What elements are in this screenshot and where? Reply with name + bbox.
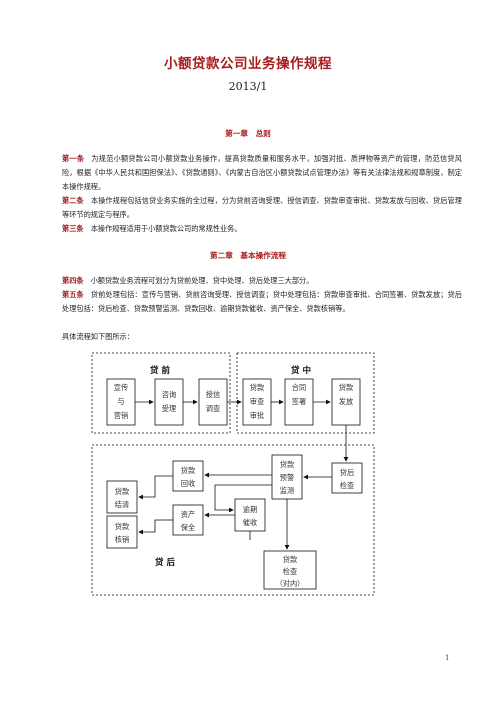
box-internal-text: 贷款 检查 （对内） <box>276 555 305 588</box>
svg-text:授信: 授信 <box>206 390 220 399</box>
region-post-label: 贷 后 <box>155 557 175 568</box>
svg-text:结清: 结清 <box>115 500 129 509</box>
box-loan-recovery <box>172 460 204 492</box>
svg-text:受理: 受理 <box>162 404 176 413</box>
box-warning-text: 贷款 预警 监测 <box>280 460 294 495</box>
svg-text:监测: 监测 <box>280 486 294 495</box>
region-post-loan <box>91 444 375 596</box>
region-mid-label: 贷 中 <box>291 365 311 376</box>
box-credit-text: 授信 调查 <box>206 390 220 413</box>
svg-text:调查: 调查 <box>206 404 220 413</box>
box-consultation-text: 咨询 受理 <box>162 390 176 413</box>
box-post-check <box>331 462 363 494</box>
svg-text:资产: 资产 <box>181 510 195 519</box>
box-postcheck-text: 贷后 检查 <box>340 468 354 490</box>
region-pre-loan <box>91 352 231 434</box>
svg-text:审查: 审查 <box>250 397 264 406</box>
svg-text:签署: 签署 <box>292 397 306 406</box>
article-4: 第四条小额贷款业务流程可划分为贷前处理、贷中处理、贷后处理三大部分。 <box>62 274 462 288</box>
svg-text:咨询: 咨询 <box>162 390 176 399</box>
article-1-label: 第一条 <box>62 154 85 163</box>
box-consultation <box>154 378 184 426</box>
svg-text:催收: 催收 <box>243 518 257 527</box>
box-review-approval <box>242 378 272 426</box>
svg-text:贷后: 贷后 <box>340 468 354 477</box>
box-loan-writeoff <box>106 515 138 549</box>
box-internal-check <box>263 550 317 590</box>
article-4-label: 第四条 <box>62 276 84 285</box>
svg-text:（对内）: （对内） <box>276 579 305 588</box>
chapter-1-heading: 第一章 总则 <box>225 129 271 138</box>
region-pre-label: 贷 前 <box>150 365 170 376</box>
article-3: 第三条本操作规程适用于小额贷款公司的常规性业务。 <box>62 222 462 236</box>
flow-intro: 具体流程如下图所示： <box>62 332 134 341</box>
article-3-text: 本操作规程适用于小额贷款公司的常规性业务。 <box>90 224 242 233</box>
box-review-text: 贷款 审查 审批 <box>250 383 264 420</box>
box-disbursement <box>331 378 361 426</box>
svg-text:检查: 检查 <box>283 567 297 576</box>
box-settle-text: 贷款 结清 <box>115 487 129 509</box>
article-2-text: 本操作规程包括信贷业务实施的全过程，分为贷前咨询受理、授信调查、贷款审查审批、贷… <box>62 196 462 219</box>
svg-text:合同: 合同 <box>292 383 306 392</box>
article-2-label: 第二条 <box>62 196 84 205</box>
chapter-2-heading: 第二章 基本操作流程 <box>210 251 286 260</box>
article-1: 第一条为规范小额贷款公司小额贷款业务操作，提高贷款质量和服务水平，加强对抵、质押… <box>62 152 462 194</box>
box-recover-text: 贷款 回收 <box>181 466 195 488</box>
svg-text:营销: 营销 <box>114 411 128 420</box>
article-1-text: 为规范小额贷款公司小额贷款业务操作，提高贷款质量和服务水平，加强对抵、质押物等资… <box>62 154 462 191</box>
article-5-text: 贷前处理包括：宣传与营销、贷前咨询受理、授信调查；贷中处理包括：贷款审查审批、合… <box>62 290 462 313</box>
svg-text:核销: 核销 <box>115 535 129 544</box>
svg-text:宣传: 宣传 <box>114 383 128 392</box>
region-mid-loan <box>236 352 375 434</box>
box-disburse-text: 贷款 发放 <box>339 383 353 406</box>
svg-text:贷款: 贷款 <box>115 522 129 531</box>
box-contract-text: 合同 签署 <box>292 383 306 406</box>
svg-text:回收: 回收 <box>181 479 195 488</box>
article-5: 第五条贷前处理包括：宣传与营销、贷前咨询受理、授信调查；贷中处理包括：贷款审查审… <box>62 288 462 316</box>
box-asset-preservation <box>172 504 204 536</box>
box-promotion <box>106 378 136 426</box>
article-4-text: 小额贷款业务流程可划分为贷前处理、贷中处理、贷后处理三大部分。 <box>90 276 314 285</box>
svg-text:发放: 发放 <box>339 397 353 406</box>
svg-text:检查: 检查 <box>340 481 354 490</box>
article-3-label: 第三条 <box>62 224 84 233</box>
document-title: 小额贷款公司业务操作规程 <box>164 56 332 72</box>
svg-text:贷款: 贷款 <box>250 383 264 392</box>
box-overdue-text: 逾期 催收 <box>243 505 257 527</box>
svg-text:贷款: 贷款 <box>280 460 294 469</box>
box-asset-text: 资产 保全 <box>181 510 196 532</box>
svg-text:保全: 保全 <box>181 523 196 532</box>
box-credit-investigation <box>198 378 228 426</box>
document-date: 2013/1 <box>228 80 268 93</box>
svg-text:与: 与 <box>117 397 124 406</box>
svg-text:贷款: 贷款 <box>339 383 353 392</box>
svg-text:审批: 审批 <box>250 411 264 420</box>
article-2: 第二条本操作规程包括信贷业务实施的全过程，分为贷前咨询受理、授信调查、贷款审查审… <box>62 194 462 222</box>
page-number: 1 <box>445 654 450 662</box>
article-5-label: 第五条 <box>62 290 84 299</box>
svg-text:逾期: 逾期 <box>243 505 257 514</box>
svg-text:贷款: 贷款 <box>181 466 195 475</box>
box-promotion-text: 宣传 与 营销 <box>114 383 128 420</box>
svg-text:贷款: 贷款 <box>115 487 129 496</box>
svg-text:预警: 预警 <box>280 473 294 482</box>
box-loan-settlement <box>106 480 138 514</box>
svg-text:贷款: 贷款 <box>283 555 297 564</box>
box-writeoff-text: 贷款 核销 <box>115 522 129 544</box>
